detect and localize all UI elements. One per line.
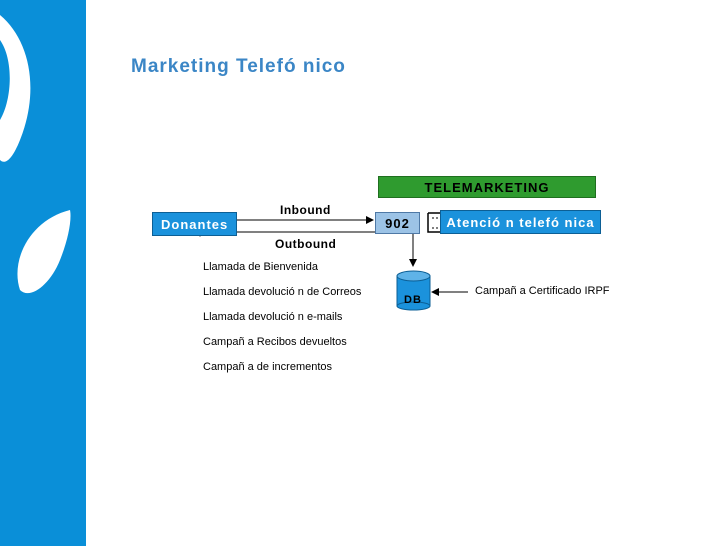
slide-title: Marketing Telefó nico xyxy=(131,56,346,77)
telemarketing-box: TELEMARKETING xyxy=(378,176,596,198)
decorative-swirl-shapes xyxy=(0,15,71,294)
outbound-item: Llamada devolució n de Correos xyxy=(203,286,362,298)
bracket-connector xyxy=(427,212,440,233)
outbound-label: Outbound xyxy=(275,237,337,251)
inbound-label: Inbound xyxy=(280,203,331,217)
phone-number-box: 902 xyxy=(375,212,420,234)
donantes-box: Donantes xyxy=(152,212,237,236)
campana-irpf-label: Campañ a Certificado IRPF xyxy=(475,285,610,297)
outbound-item: Campañ a Recibos devueltos xyxy=(203,336,347,348)
outbound-item: Llamada de Bienvenida xyxy=(203,261,318,273)
atencion-telefonica-box: Atenció n telefó nica xyxy=(440,210,601,234)
db-label: DB xyxy=(404,294,422,306)
outbound-item: Campañ a de incrementos xyxy=(203,361,333,373)
outbound-item: Llamada devolució n e-mails xyxy=(203,311,343,323)
db-cylinder-icon xyxy=(396,270,431,311)
side-decorative-band xyxy=(0,0,86,546)
